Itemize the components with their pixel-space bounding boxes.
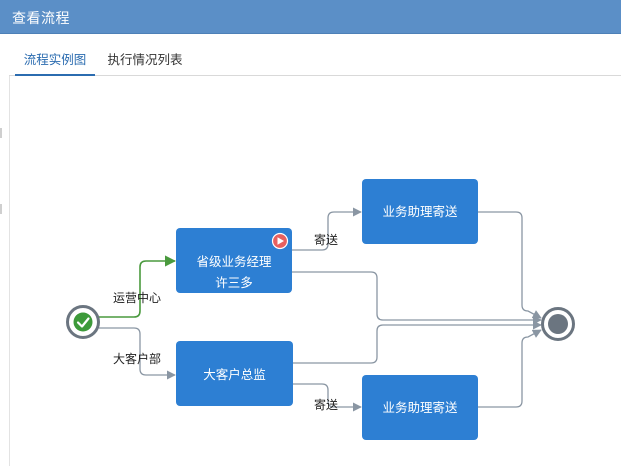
edge-assistant-top-to-end[interactable] — [478, 211, 542, 319]
task-provincial-manager-assignee: 许三多 — [215, 275, 253, 290]
window-titlebar: 查看流程 — [0, 0, 621, 34]
task-assistant-send-bottom[interactable]: 业务助理寄送 — [362, 375, 478, 440]
panel-edge-marker — [0, 128, 2, 138]
edge-key-account-to-end[interactable] — [293, 320, 542, 364]
edge-start-to-key-account-director[interactable] — [99, 327, 176, 380]
task-assistant-send-top[interactable]: 业务助理寄送 — [362, 179, 478, 244]
task-key-account-director[interactable]: 大客户总监 — [176, 341, 293, 406]
completed-check-icon — [73, 312, 93, 332]
tab-execution-list[interactable]: 执行情况列表 — [107, 52, 183, 67]
tab-process-instance-diagram[interactable]: 流程实例图 — [15, 44, 95, 76]
process-diagram-panel — [9, 76, 621, 466]
end-marker-icon — [548, 314, 568, 334]
edge-provincial-to-end[interactable] — [292, 271, 542, 325]
panel-edge-marker — [0, 204, 2, 214]
task-provincial-manager[interactable]: 省级业务经理 许三多 — [176, 228, 292, 293]
edge-assistant-bottom-to-end[interactable] — [478, 329, 542, 408]
task-assistant-send-top-title: 业务助理寄送 — [382, 204, 458, 219]
edge-label-send-top: 寄送 — [314, 232, 338, 247]
edge-label-to-key-account: 大客户部 — [113, 351, 161, 366]
task-provincial-manager-title: 省级业务经理 — [196, 254, 272, 269]
edge-provincial-to-assistant-top[interactable] — [292, 207, 362, 251]
running-status-icon — [271, 232, 289, 250]
tab-bar: 流程实例图 执行情况列表 — [9, 44, 621, 76]
task-key-account-director-title: 大客户总监 — [203, 367, 266, 382]
edge-start-to-provincial-manager[interactable] — [99, 255, 177, 318]
end-event[interactable] — [541, 307, 575, 341]
edge-label-to-provincial: 运营中心 — [113, 290, 161, 305]
task-assistant-send-bottom-title: 业务助理寄送 — [382, 400, 458, 415]
window-title: 查看流程 — [12, 11, 70, 27]
edge-label-send-bottom: 寄送 — [314, 397, 338, 412]
edge-key-account-to-assistant-bottom[interactable] — [293, 383, 362, 412]
start-event[interactable] — [66, 305, 100, 339]
